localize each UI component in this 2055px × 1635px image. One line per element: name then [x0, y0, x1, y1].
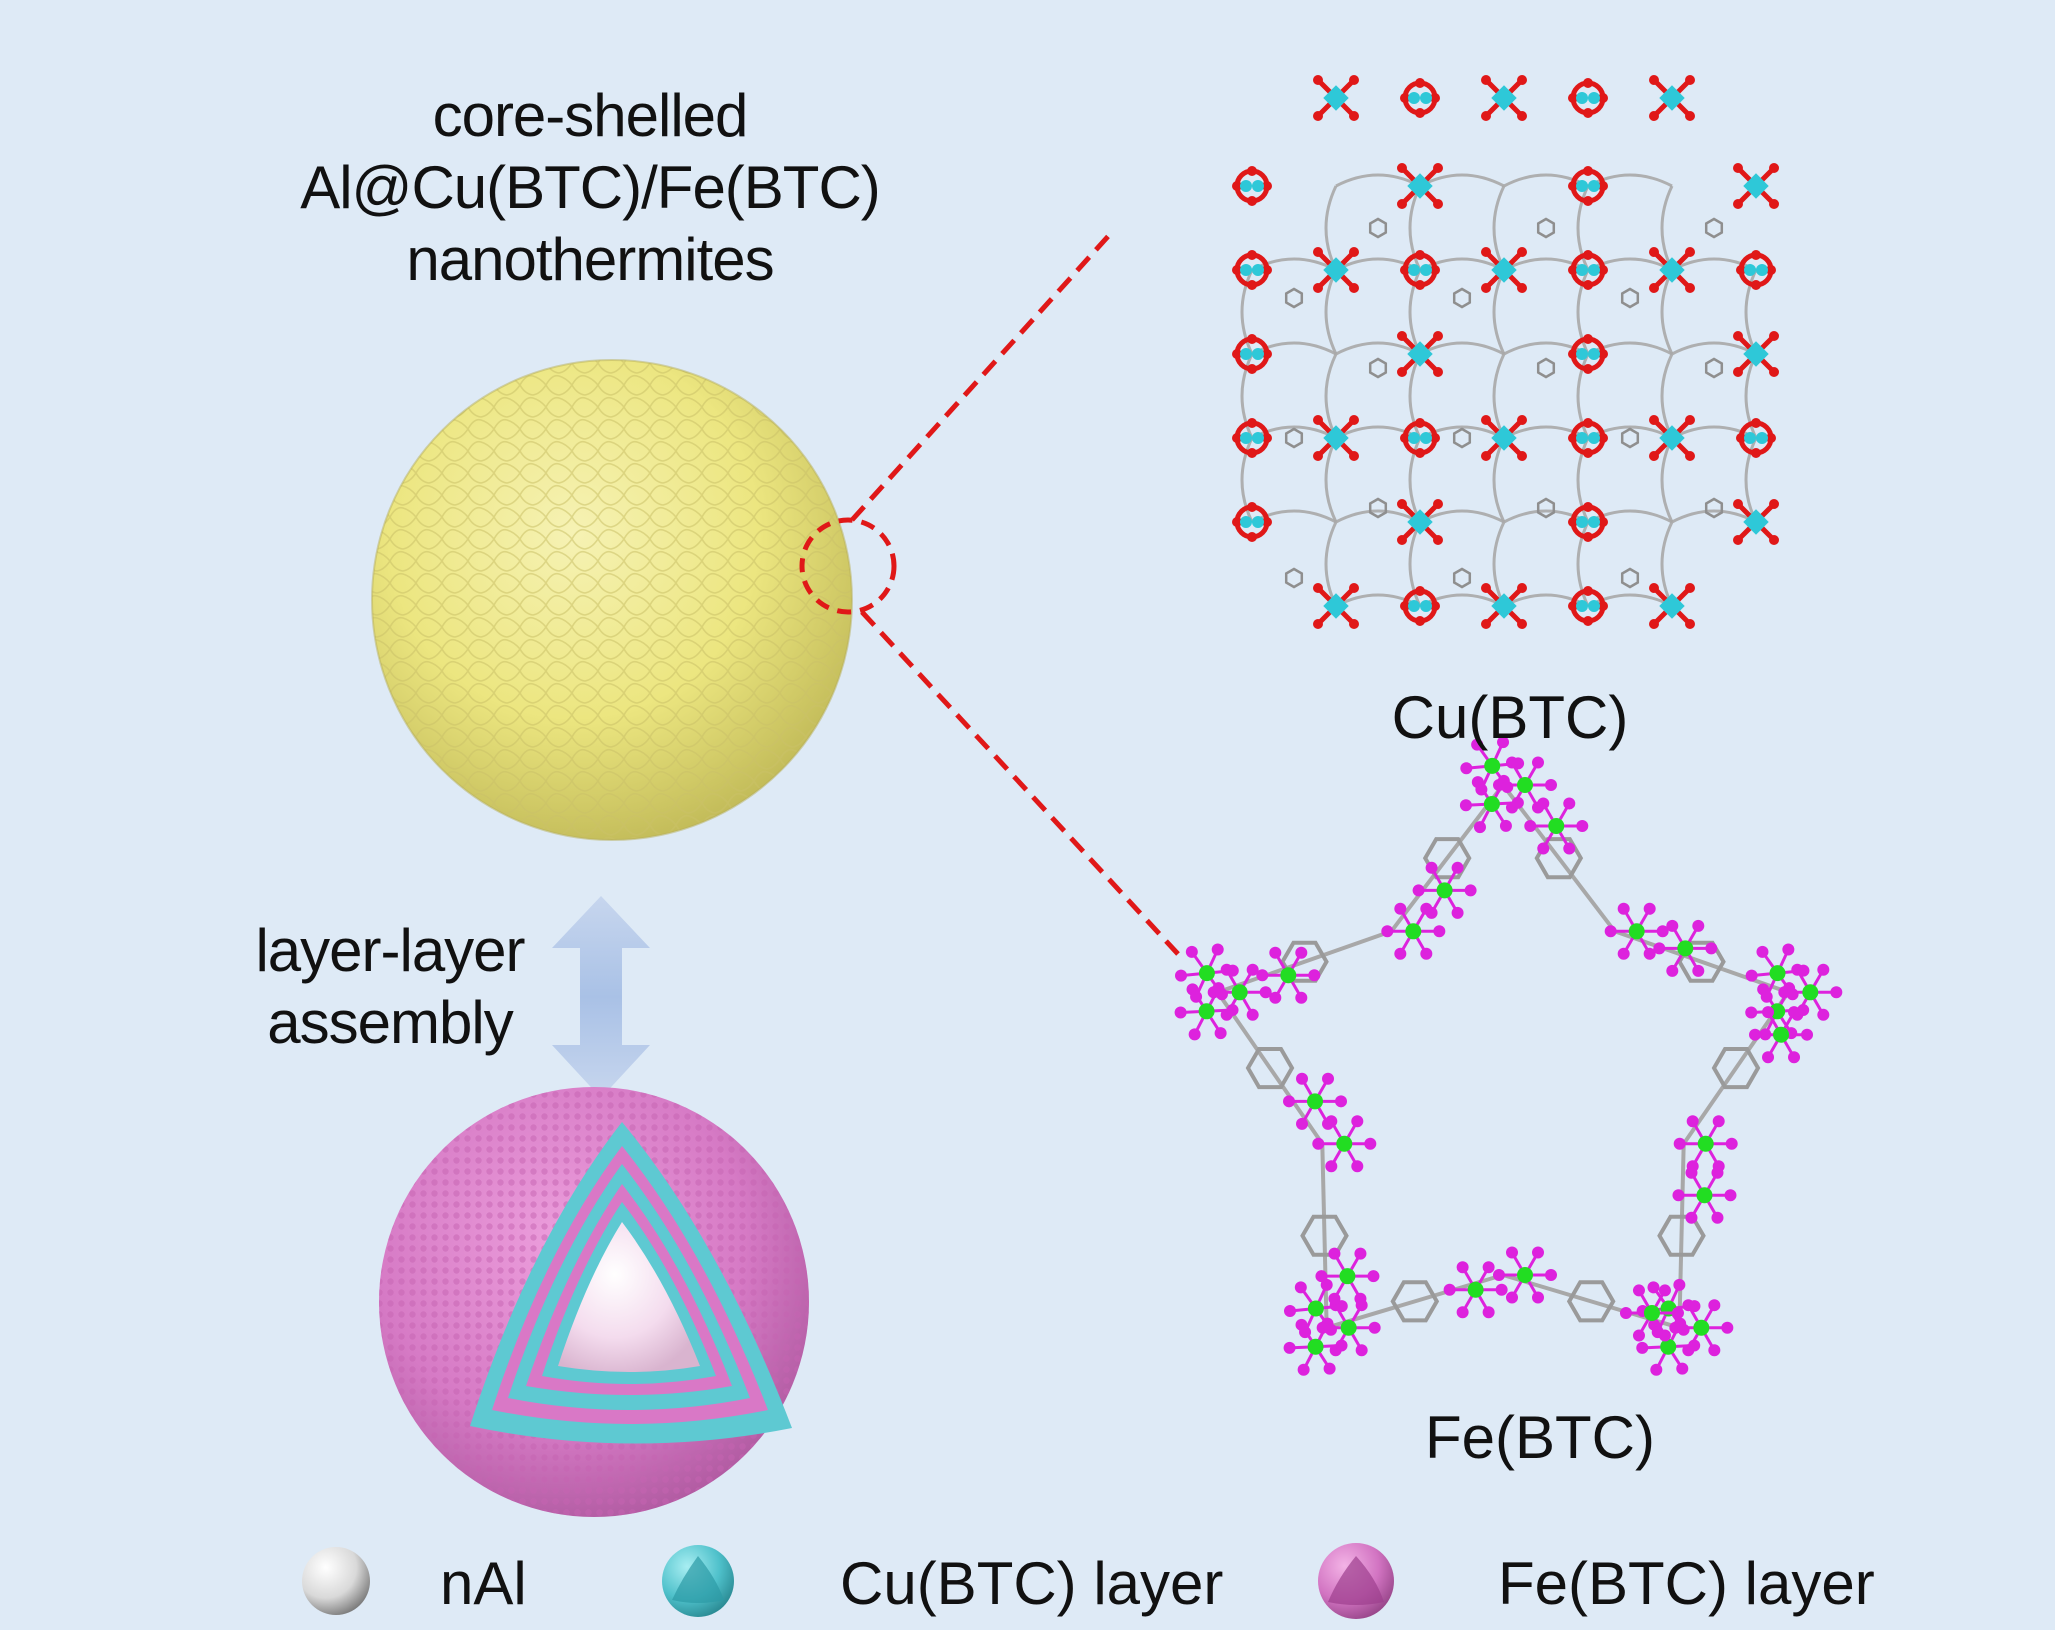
- cu-paddlewheel: [1733, 163, 1779, 209]
- fe-layer-legend-icon: [1318, 1543, 1394, 1619]
- fe-cluster: [1381, 902, 1446, 960]
- title-line-3: nanothermites: [406, 226, 774, 293]
- cu-paddlewheel: [1568, 334, 1608, 374]
- cu-paddlewheel: [1313, 247, 1359, 293]
- cu-paddlewheel: [1733, 331, 1779, 377]
- yellow-sphere: [371, 359, 853, 841]
- fe-cluster: [1283, 1278, 1381, 1376]
- fe-cluster: [1672, 1166, 1737, 1224]
- cu-paddlewheel: [1481, 247, 1527, 293]
- legend-label-cu-layer: Cu(BTC) layer: [840, 1550, 1224, 1617]
- assembly-line-1: layer-layer: [255, 917, 525, 984]
- fe-cluster: [1673, 1115, 1738, 1173]
- fe-cluster: [1653, 919, 1718, 977]
- cu-paddlewheel: [1481, 415, 1527, 461]
- cu-layer-legend-icon: [662, 1545, 734, 1617]
- cu-paddlewheel: [1232, 250, 1272, 290]
- cu-paddlewheel: [1568, 78, 1608, 118]
- cu-paddlewheel: [1397, 331, 1443, 377]
- cu-paddlewheel: [1568, 250, 1608, 290]
- cu-paddlewheel: [1568, 502, 1608, 542]
- fe-cluster: [1459, 736, 1557, 834]
- cu-paddlewheel: [1568, 166, 1608, 206]
- fe-cluster: [1174, 943, 1272, 1041]
- legend-icons: [302, 1543, 1394, 1619]
- cu-paddlewheel: [1232, 166, 1272, 206]
- figure-title: core-shelled Al@Cu(BTC)/Fe(BTC) nanother…: [290, 80, 890, 296]
- cu-paddlewheel: [1313, 583, 1359, 629]
- cutaway-layers: [470, 1122, 792, 1444]
- fe-cluster: [1443, 1261, 1508, 1319]
- cu-paddlewheel: [1232, 334, 1272, 374]
- title-line-2: Al@Cu(BTC)/Fe(BTC): [300, 154, 881, 221]
- zoom-line-lower: [860, 610, 1180, 956]
- cu-paddlewheel: [1649, 75, 1695, 121]
- layered-sphere: [379, 1087, 809, 1517]
- fe-cluster: [1412, 861, 1477, 919]
- cu-paddlewheel: [1313, 415, 1359, 461]
- cu-btc-structure: [1232, 75, 1779, 629]
- cu-paddlewheel: [1232, 418, 1272, 458]
- cu-paddlewheel: [1400, 586, 1440, 626]
- title-line-1: core-shelled: [432, 82, 749, 149]
- assembly-line-2: assembly: [267, 989, 513, 1056]
- fe-cluster: [1524, 797, 1589, 855]
- cu-paddlewheel: [1400, 250, 1440, 290]
- cu-paddlewheel: [1736, 250, 1776, 290]
- cu-paddlewheel: [1568, 418, 1608, 458]
- cu-paddlewheel: [1397, 163, 1443, 209]
- cu-btc-caption: Cu(BTC): [1391, 684, 1629, 751]
- fe-cluster: [1604, 902, 1669, 960]
- zoom-indicator: [799, 230, 1180, 956]
- fe-cluster: [1256, 946, 1321, 1004]
- nal-legend-icon: [302, 1547, 370, 1615]
- fe-cluster: [1283, 1072, 1348, 1130]
- legend-label-fe-layer: Fe(BTC) layer: [1498, 1550, 1875, 1617]
- cu-paddlewheel: [1649, 415, 1695, 461]
- zoom-line-upper: [850, 230, 1114, 522]
- fe-cluster: [1749, 1006, 1814, 1064]
- cu-paddlewheel: [1733, 499, 1779, 545]
- cu-paddlewheel: [1649, 583, 1695, 629]
- al-core: [558, 1222, 700, 1372]
- cu-paddlewheel: [1400, 418, 1440, 458]
- fe-btc-caption: Fe(BTC): [1425, 1404, 1655, 1471]
- cu-paddlewheel: [1232, 502, 1272, 542]
- fe-btc-structure: [1174, 736, 1843, 1376]
- fe-cluster: [1493, 1246, 1557, 1304]
- cu-paddlewheel: [1481, 75, 1527, 121]
- cu-paddlewheel: [1313, 75, 1359, 121]
- fe-cluster: [1312, 1115, 1377, 1173]
- cu-paddlewheel: [1568, 586, 1608, 626]
- cu-paddlewheel: [1481, 583, 1527, 629]
- double-arrow-icon: [552, 896, 650, 1098]
- fe-cluster: [1315, 1247, 1380, 1305]
- legend-label-nal: nAl: [440, 1550, 527, 1617]
- cu-paddlewheel: [1397, 499, 1443, 545]
- cu-paddlewheel: [1400, 78, 1440, 118]
- cu-paddlewheel: [1736, 418, 1776, 458]
- zoom-circle: [799, 517, 897, 615]
- assembly-label: layer-layer assembly: [240, 915, 540, 1059]
- cu-paddlewheel: [1649, 247, 1695, 293]
- fe-cluster: [1619, 1284, 1684, 1342]
